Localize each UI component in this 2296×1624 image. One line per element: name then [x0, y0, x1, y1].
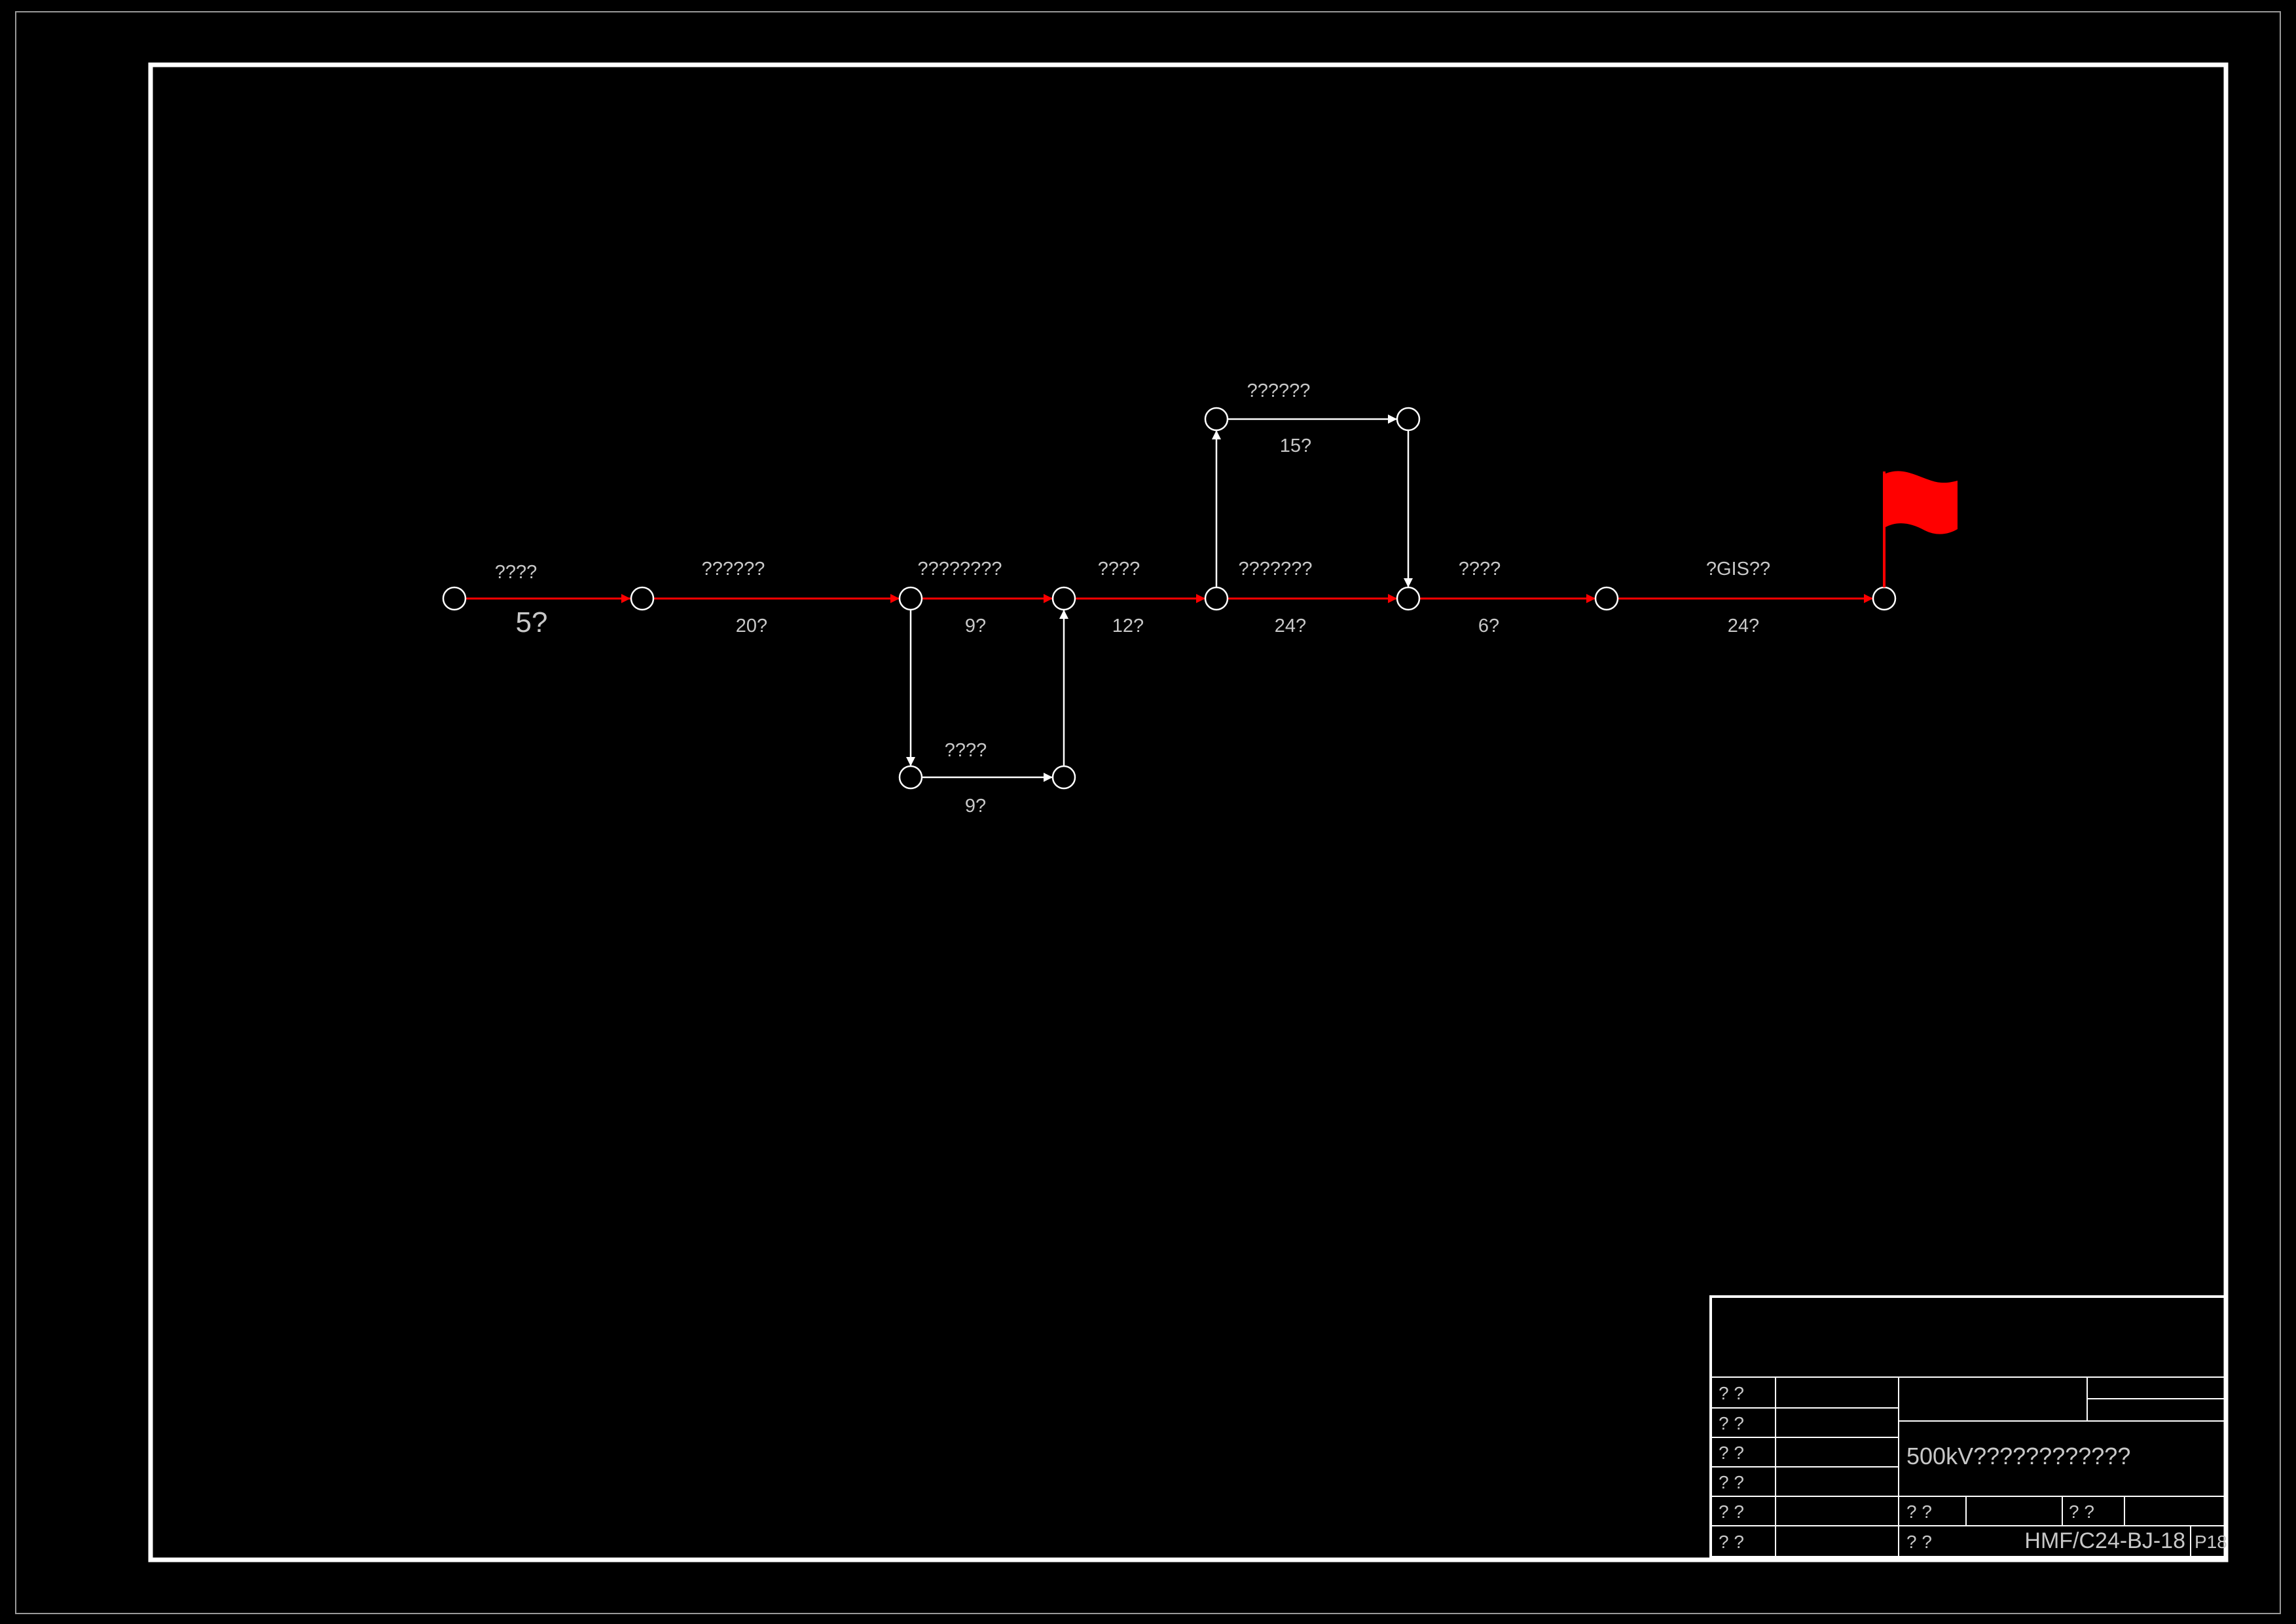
activity-9-duration: 15? [1280, 435, 1311, 456]
activity-3-duration: 9? [965, 616, 986, 637]
node-1 [442, 586, 467, 611]
title-block-label-1: ? ? [1719, 1383, 1744, 1403]
title-block-label-2: ? ? [1719, 1413, 1744, 1433]
activity-5-duration: 24? [1275, 616, 1306, 637]
node-12 [1396, 407, 1421, 432]
activity-7-duration: 24? [1728, 616, 1759, 637]
activity-2-name: ?????? [702, 559, 765, 580]
activity-8-duration: 9? [965, 796, 986, 817]
secondary-paths [906, 415, 1413, 782]
activity-1-duration: 5? [516, 606, 548, 638]
flag-icon [1883, 471, 1958, 587]
drawing-number: HMF/C24-BJ-18 [2024, 1528, 2185, 1553]
node-9 [898, 765, 923, 790]
activity-6-name: ???? [1459, 559, 1501, 580]
activity-2-duration: 20? [736, 616, 767, 637]
node-3 [898, 586, 923, 611]
title-block-cell-a: ? ? [1906, 1502, 1932, 1522]
title-block-label-3: ? ? [1719, 1443, 1744, 1463]
nodes [442, 407, 1897, 790]
activity-1-name: ???? [495, 562, 538, 583]
title-block-cell-b: ? ? [2069, 1502, 2094, 1522]
activity-9-name: ?????? [1247, 380, 1311, 401]
node-10 [1051, 765, 1076, 790]
node-4 [1051, 586, 1076, 611]
inner-frame [148, 62, 2229, 1562]
title-block-cell-c: ? ? [1906, 1532, 1932, 1552]
activity-8-name: ???? [945, 740, 987, 761]
title-block-label-4: ? ? [1719, 1472, 1744, 1492]
node-2 [630, 586, 655, 611]
node-5 [1204, 586, 1229, 611]
activity-4-duration: 12? [1112, 616, 1144, 637]
title-block-label-5: ? ? [1719, 1502, 1744, 1522]
page-number: P18 [2195, 1532, 2227, 1552]
activity-6-duration: 6? [1478, 616, 1499, 637]
outer-frame [15, 11, 2281, 1614]
title-block [1709, 1295, 2227, 1559]
drawing-title: 500kV???????????? [1906, 1443, 2130, 1469]
node-7 [1594, 586, 1619, 611]
activity-3-name: ???????? [917, 559, 1002, 580]
node-8 [1872, 586, 1897, 611]
activity-7-name: ?GIS?? [1706, 559, 1770, 580]
activity-5-name: ??????? [1239, 559, 1313, 580]
node-11 [1204, 407, 1229, 432]
node-6 [1396, 586, 1421, 611]
activity-4-name: ???? [1098, 559, 1140, 580]
title-block-label-6: ? ? [1719, 1532, 1744, 1552]
